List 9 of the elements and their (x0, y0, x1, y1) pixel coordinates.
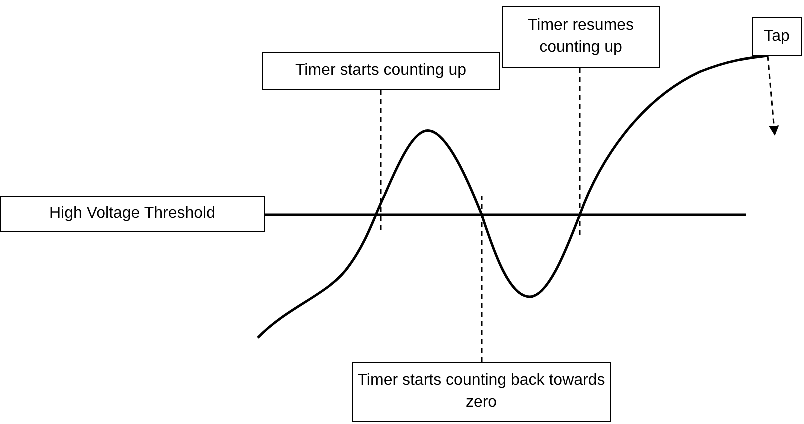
label-box: Tap (752, 17, 802, 56)
dashed-arrow (767, 56, 780, 136)
label-box: Timer starts counting up (262, 52, 500, 90)
leader-line (481, 196, 483, 362)
label-box: High Voltage Threshold (0, 196, 265, 232)
label-box: Timer resumes counting up (502, 6, 660, 68)
leader-line (380, 90, 382, 233)
label-box: Timer starts counting back towards zero (352, 362, 611, 422)
leader-line (579, 68, 581, 238)
